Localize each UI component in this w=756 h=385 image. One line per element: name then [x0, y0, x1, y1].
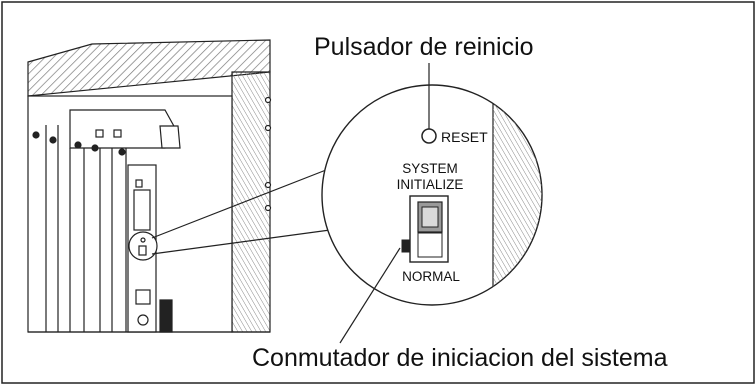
magnifier-line-upper: [151, 169, 327, 239]
reset-label: RESET: [441, 129, 488, 145]
init-switch-callout: Conmutador de iniciacion del sistema: [252, 344, 668, 372]
cabinet: [27, 39, 272, 333]
magnifier-line-lower: [151, 229, 331, 255]
reset-button-icon: [421, 128, 437, 144]
init-leader-line: [339, 247, 401, 344]
normal-label: NORMAL: [402, 269, 460, 284]
initialize-label: INITIALIZE: [397, 177, 464, 192]
cabinet-top: [27, 39, 271, 97]
cabinet-shelf: [69, 109, 176, 149]
system-label: SYSTEM: [402, 161, 458, 176]
reset-button-callout: Pulsador de reinicio: [314, 33, 534, 61]
reset-button[interactable]: [421, 128, 437, 144]
system-initialize-switch[interactable]: [401, 195, 449, 263]
cabinet-side: [231, 71, 271, 333]
